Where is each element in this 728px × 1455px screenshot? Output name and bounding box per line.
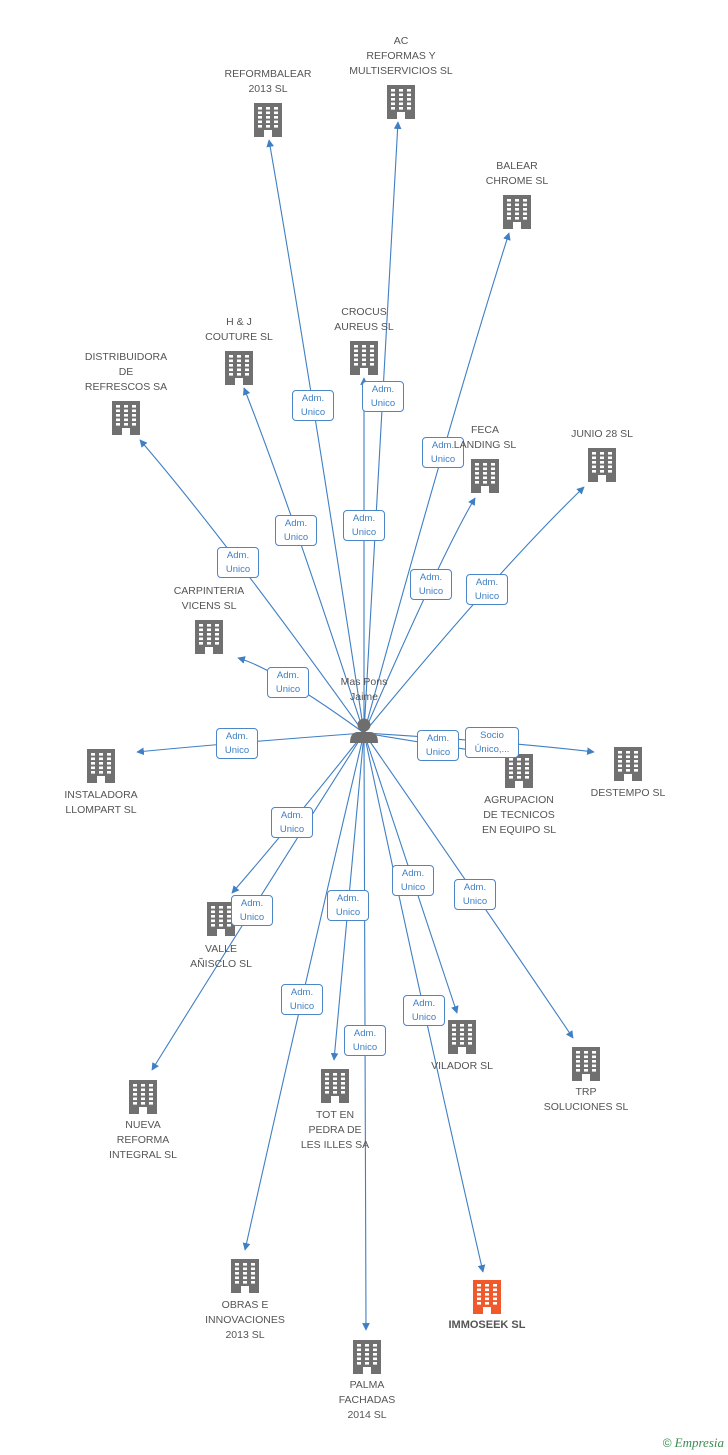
relation-label-immoseek[interactable]: Adm. Unico [403, 995, 445, 1026]
relation-label-feca[interactable]: Adm. Unico [410, 569, 452, 600]
relation-label-destempo[interactable]: Socio Único,... [465, 727, 519, 758]
footer-brand[interactable]: © Empresia [663, 1435, 724, 1451]
company-label-palma: PALMA FACHADAS 2014 SL [338, 1379, 396, 1421]
company-label-valle: VALLE AÑISCLO SL [190, 943, 252, 970]
building-icon-feca[interactable] [471, 459, 499, 493]
company-label-vilador: VILADOR SL [431, 1060, 493, 1072]
company-label-junio: JUNIO 28 SL [571, 428, 633, 440]
center-person-name: Mas Pons Jaime [340, 676, 388, 703]
relation-label-nueva[interactable]: Adm. Unico [231, 895, 273, 926]
relation-label-balear[interactable]: Adm. Unico [422, 437, 464, 468]
company-label-balear: BALEAR CHROME SL [485, 160, 549, 187]
building-icon-vilador[interactable] [448, 1020, 476, 1054]
building-icon-carpinteria[interactable] [195, 620, 223, 654]
building-icon-valle[interactable] [207, 902, 235, 936]
person-icon[interactable] [350, 718, 378, 744]
relation-label-distribuidora[interactable]: Adm. Unico [217, 547, 259, 578]
relation-label-agrupacion[interactable]: Adm. Unico [417, 730, 459, 761]
company-label-ac: AC REFORMAS Y MULTISERVICIOS SL [349, 35, 453, 77]
relation-label-carpinteria[interactable]: Adm. Unico [267, 667, 309, 698]
edge-ac [363, 121, 402, 734]
relation-label-ac[interactable]: Adm. Unico [362, 381, 404, 412]
company-label-reformbalear: REFORMBALEAR 2013 SL [224, 68, 312, 95]
company-label-instaladora: INSTALADORA LLOMPART SL [64, 789, 138, 816]
company-label-agrupacion: AGRUPACION DE TECNICOS EN EQUIPO SL [481, 794, 557, 836]
building-icon-junio[interactable] [588, 448, 616, 482]
edge-reformbalear [266, 139, 365, 734]
building-icon-balear[interactable] [503, 195, 531, 229]
building-icon-reformbalear[interactable] [254, 103, 282, 137]
building-icon-distribuidora[interactable] [112, 401, 140, 435]
building-icon-instaladora[interactable] [87, 749, 115, 783]
building-icon-trp[interactable] [572, 1047, 600, 1081]
company-label-feca: FECA LANDING SL [453, 424, 517, 451]
relation-label-valle[interactable]: Adm. Unico [271, 807, 313, 838]
company-label-destempo: DESTEMPO SL [590, 787, 666, 799]
building-icon-palma[interactable] [353, 1340, 381, 1374]
company-label-distribuidora: DISTRIBUIDORA DE REFRESCOS SA [84, 351, 168, 393]
relation-label-vilador[interactable]: Adm. Unico [392, 865, 434, 896]
relation-label-obras[interactable]: Adm. Unico [281, 984, 323, 1015]
building-icon-obras[interactable] [231, 1259, 259, 1293]
brand-logo: Empresia [674, 1435, 724, 1450]
company-label-carpinteria: CARPINTERIA VICENS SL [173, 585, 245, 612]
building-icon-destempo[interactable] [614, 747, 642, 781]
relation-label-palma[interactable]: Adm. Unico [344, 1025, 386, 1056]
building-icon-ac[interactable] [387, 85, 415, 119]
building-icon-nueva[interactable] [129, 1080, 157, 1114]
company-label-tot: TOT EN PEDRA DE LES ILLES SA [300, 1109, 370, 1151]
relation-label-reformbalear[interactable]: Adm. Unico [292, 390, 334, 421]
company-label-crocus: CROCUS AUREUS SL [334, 306, 394, 333]
relation-label-crocus[interactable]: Adm. Unico [343, 510, 385, 541]
building-icon-agrupacion[interactable] [505, 754, 533, 788]
building-icon-hj[interactable] [225, 351, 253, 385]
building-icon-immoseek[interactable] [473, 1280, 501, 1314]
company-label-obras: OBRAS E INNOVACIONES 2013 SL [205, 1299, 285, 1341]
relation-label-hj[interactable]: Adm. Unico [275, 515, 317, 546]
relation-label-trp[interactable]: Adm. Unico [454, 879, 496, 910]
company-label-immoseek: IMMOSEEK SL [448, 1319, 526, 1331]
copyright-symbol: © [662, 1436, 672, 1450]
relation-label-junio[interactable]: Adm. Unico [466, 574, 508, 605]
relation-label-tot[interactable]: Adm. Unico [327, 890, 369, 921]
company-label-trp: TRP SOLUCIONES SL [543, 1086, 629, 1113]
building-icon-crocus[interactable] [350, 341, 378, 375]
relation-label-instaladora[interactable]: Adm. Unico [216, 728, 258, 759]
building-icon-tot[interactable] [321, 1069, 349, 1103]
company-label-nueva: NUEVA REFORMA INTEGRAL SL [109, 1119, 177, 1161]
company-label-hj: H & J COUTURE SL [205, 316, 273, 343]
